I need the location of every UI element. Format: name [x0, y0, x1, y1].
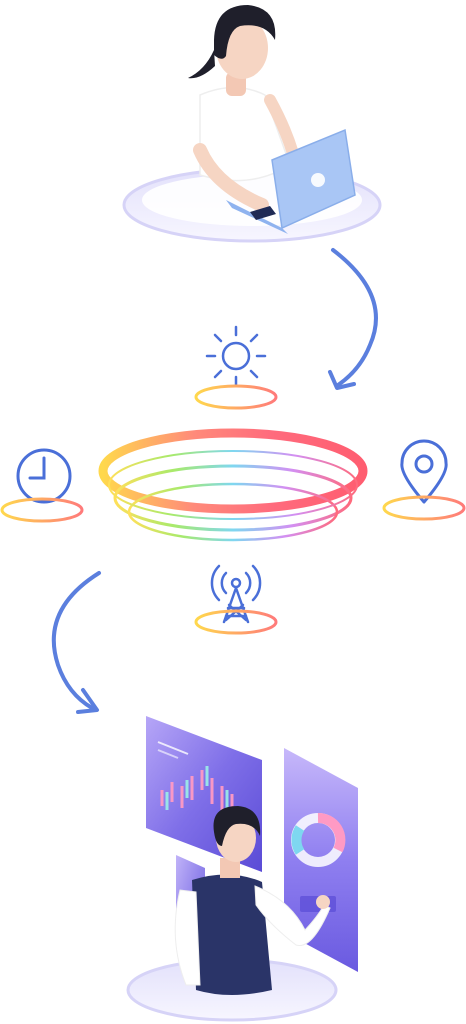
- location-platform-ring: [382, 495, 466, 521]
- clock-platform-ring: [0, 497, 84, 523]
- curved-arrow-icon: [51, 571, 101, 710]
- central-rainbow-rings: [98, 428, 368, 542]
- curved-arrow-icon: [331, 248, 378, 387]
- clock-icon: [16, 448, 72, 504]
- signal-tower-icon: [210, 564, 262, 624]
- location-pin-icon: [400, 439, 448, 504]
- sun-platform-ring: [194, 384, 278, 410]
- tower-platform-ring: [194, 609, 278, 635]
- man-with-dashboards-illustration: [126, 716, 358, 1022]
- woman-with-laptop-illustration: [122, 5, 382, 243]
- sun-icon: [205, 325, 267, 387]
